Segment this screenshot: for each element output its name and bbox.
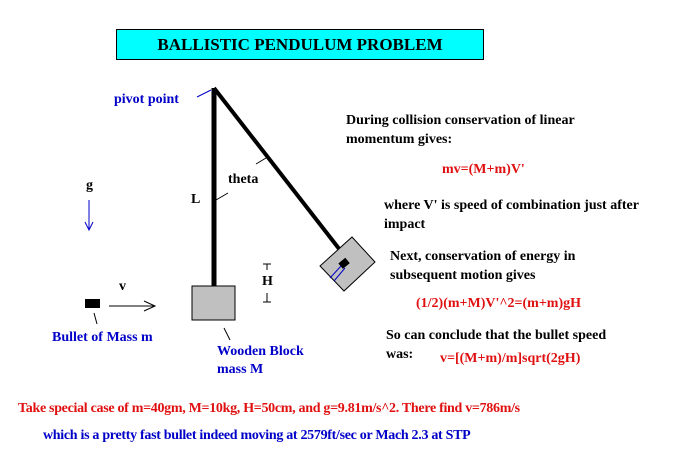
height-label: H [262,274,273,289]
swung-rod [212,86,342,252]
where-text-line2: impact [384,217,426,232]
page-title: BALLISTIC PENDULUM PROBLEM [157,35,443,54]
gravity-arrow-head [84,221,94,232]
block-label-line1: Wooden Block [217,344,304,359]
theta-leader-1 [215,192,229,201]
momentum-text-line1: During collision conservation of linear [346,113,575,128]
block-label-line2: mass M [217,362,264,377]
conclude-text-line2: was: [386,347,414,362]
bullet-track-1 [329,265,342,279]
theta-leader-2 [255,157,267,165]
block-leader [223,327,231,341]
bullet-leader [93,312,98,325]
pivot-point-label: pivot point [114,92,179,107]
embedded-bullet [338,257,350,269]
speed-equation: v=[(M+m)/m]sqrt(2gH) [440,351,581,366]
title-box: BALLISTIC PENDULUM PROBLEM [116,29,484,60]
length-label: L [191,192,201,207]
bullet [85,299,100,308]
conclude-text-line1: So can conclude that the bullet speed [386,328,607,343]
theta-label: theta [228,172,259,187]
pivot-leader [196,89,212,98]
velocity-label: v [119,279,126,294]
where-text-line1: where V' is speed of combination just af… [384,198,639,213]
bullet-label: Bullet of Mass m [52,330,153,345]
example-line1: Take special case of m=40gm, M=10kg, H=5… [18,401,520,416]
energy-text-line1: Next, conservation of energy in [390,249,576,264]
velocity-arrow-head [143,300,157,312]
energy-equation: (1/2)(m+M)V'^2=(m+m)gH [416,296,582,311]
example-line2: which is a pretty fast bullet indeed mov… [43,428,471,443]
momentum-text-line2: momentum gives: [346,132,453,147]
bullet-track-2 [333,267,346,282]
wooden-block [191,285,236,321]
energy-text-line2: subsequent motion gives [390,268,536,283]
momentum-equation: mv=(M+m)V' [442,162,525,177]
gravity-label: g [86,178,93,193]
